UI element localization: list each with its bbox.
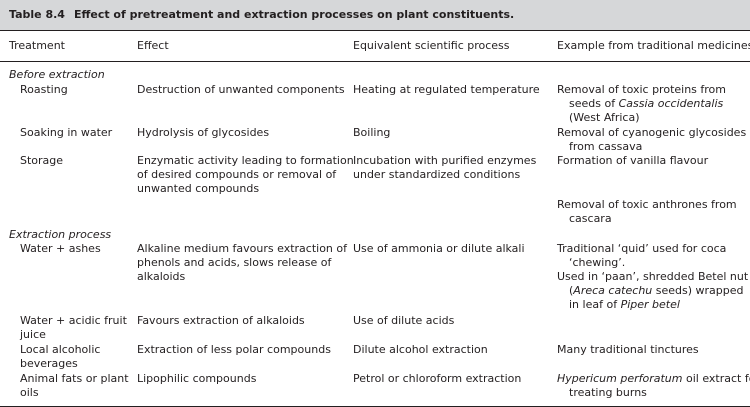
example-text-part: Hypericum perforatum xyxy=(557,372,683,385)
example-text-part: cascara xyxy=(569,212,612,225)
example-text-part: ‘chewing’. xyxy=(569,256,626,269)
cell-example: Formation of vanilla flavour xyxy=(557,154,708,168)
cell-effect: phenols and acids, slows release of xyxy=(137,256,332,269)
cell-effect: Favours extraction of alkaloids xyxy=(137,314,305,327)
example-text-part: Areca catechu xyxy=(573,284,653,297)
cell-treatment: oils xyxy=(20,386,39,399)
example-text-part: Removal of cyanogenic glycosides xyxy=(557,126,747,139)
example-text-part: treating burns xyxy=(569,386,647,399)
cell-example: Removal of cyanogenic glycosides xyxy=(557,126,746,140)
cell-example: cascara xyxy=(569,212,612,226)
cell-process: Petrol or chloroform extraction xyxy=(353,372,522,385)
example-text-part: Piper betel xyxy=(620,298,680,311)
caption-rule xyxy=(0,30,750,31)
example-text-part: Traditional ‘quid’ used for coca xyxy=(557,242,727,255)
cell-treatment: Storage xyxy=(20,154,64,167)
header-effect: Effect xyxy=(137,39,169,52)
cell-effect: of desired compounds or removal of xyxy=(137,168,337,181)
cell-process: Use of ammonia or dilute alkali xyxy=(353,242,525,255)
cell-process: Boiling xyxy=(353,126,391,139)
cell-process: Use of dilute acids xyxy=(353,314,455,327)
section-label: Before extraction xyxy=(9,68,105,81)
example-text-part: ( xyxy=(569,284,574,297)
table-caption: Table 8.4 Effect of pretreatment and extr… xyxy=(0,0,750,30)
cell-process: Heating at regulated temperature xyxy=(353,83,540,96)
table-title: Effect of pretreatment and extraction pr… xyxy=(73,8,515,21)
example-text-part: Removal of toxic proteins from xyxy=(557,83,727,96)
cell-example: Many traditional tinctures xyxy=(557,343,699,357)
example-text-part: Used in ‘paan’, shredded Betel nut xyxy=(557,270,749,283)
cell-effect: Hydrolysis of glycosides xyxy=(137,126,270,139)
cell-treatment: Soaking in water xyxy=(20,126,113,139)
cell-treatment: beverages xyxy=(20,357,78,370)
cell-process: Dilute alcohol extraction xyxy=(353,343,488,356)
cell-effect: Destruction of unwanted components xyxy=(137,83,345,96)
cell-treatment: Animal fats or plant xyxy=(20,372,129,385)
example-text-part: oil extract for xyxy=(685,372,750,385)
header-rule xyxy=(0,61,750,62)
header-treatment: Treatment xyxy=(9,39,65,52)
cell-effect: Enzymatic activity leading to formation xyxy=(137,154,354,167)
section-label: Extraction process xyxy=(9,228,112,241)
header-example: Example from traditional medicines xyxy=(557,39,750,52)
cell-treatment: juice xyxy=(20,328,46,341)
cell-example: ‘chewing’. xyxy=(569,256,625,270)
example-text-part: in leaf of xyxy=(569,298,621,311)
cell-effect: Lipophilic compounds xyxy=(137,372,257,385)
cell-example: from cassava xyxy=(569,140,642,154)
cell-process: under standardized conditions xyxy=(353,168,521,181)
cell-example: seeds of Cassia occidentalis xyxy=(569,97,723,111)
example-text-part: seeds of xyxy=(569,97,619,110)
cell-effect: unwanted compounds xyxy=(137,182,260,195)
cell-example: Removal of toxic proteins from xyxy=(557,83,726,97)
cell-treatment: Local alcoholic xyxy=(20,343,101,356)
cell-effect: alkaloids xyxy=(137,270,186,283)
cell-treatment: Water + acidic fruit xyxy=(20,314,127,327)
cell-example: Traditional ‘quid’ used for coca xyxy=(557,242,726,256)
example-text-part: Removal of toxic anthrones from xyxy=(557,198,737,211)
example-text-part: from cassava xyxy=(569,140,643,153)
cell-example: Used in ‘paan’, shredded Betel nut xyxy=(557,270,748,284)
cell-example: Hypericum perforatum oil extract for xyxy=(557,372,750,386)
table-number: Table 8.4 xyxy=(9,8,65,21)
cell-example: Removal of toxic anthrones from xyxy=(557,198,737,212)
cell-example: (Areca catechu seeds) wrapped xyxy=(569,284,744,298)
example-text-part: Cassia occidentalis xyxy=(618,97,724,110)
cell-treatment: Water + ashes xyxy=(20,242,101,255)
cell-example: treating burns xyxy=(569,386,647,400)
cell-effect: Extraction of less polar compounds xyxy=(137,343,331,356)
example-text-part: Many traditional tinctures xyxy=(557,343,699,356)
example-text-part: (West Africa) xyxy=(569,111,640,124)
example-text-part: Formation of vanilla flavour xyxy=(557,154,709,167)
header-process: Equivalent scientific process xyxy=(353,39,510,52)
cell-example: (West Africa) xyxy=(569,111,640,125)
cell-example: in leaf of Piper betel xyxy=(569,298,680,312)
example-text-part: seeds) wrapped xyxy=(652,284,744,297)
cell-process: Incubation with purified enzymes xyxy=(353,154,537,167)
cell-effect: Alkaline medium favours extraction of xyxy=(137,242,348,255)
cell-treatment: Roasting xyxy=(20,83,68,96)
